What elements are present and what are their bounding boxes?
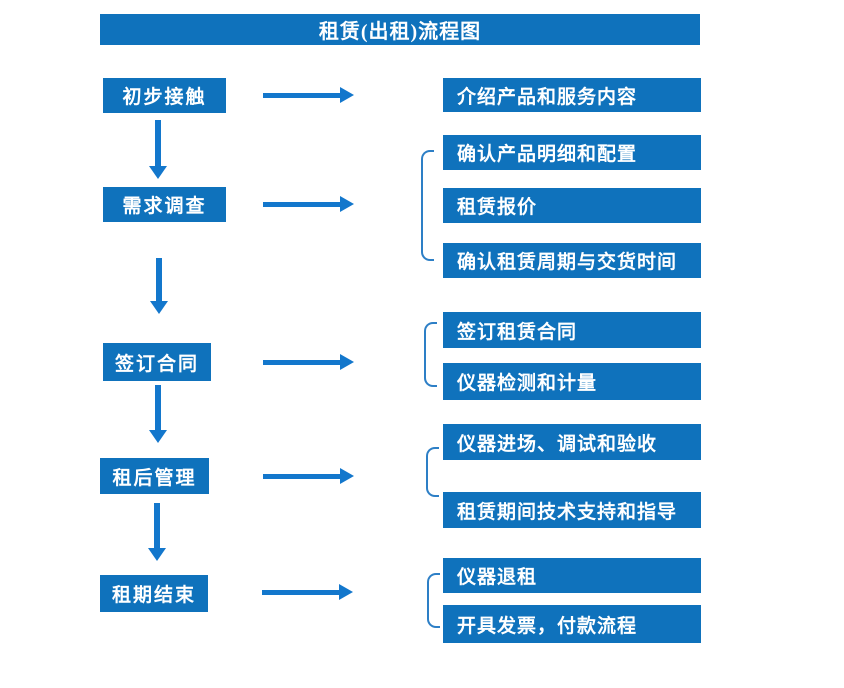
stage-box-sign-contract: 签订合同	[103, 343, 211, 381]
arrow-head	[148, 548, 166, 561]
right-arrow-icon	[263, 196, 354, 212]
down-arrow-icon	[150, 258, 168, 314]
arrow-shaft	[263, 202, 342, 207]
arrow-shaft	[263, 474, 342, 479]
arrow-head	[340, 196, 354, 212]
arrow-head	[149, 166, 167, 179]
down-arrow-icon	[149, 385, 167, 443]
arrow-shaft	[156, 258, 162, 302]
arrow-shaft	[263, 360, 342, 365]
stage-box-initial-contact: 初步接触	[103, 78, 226, 113]
output-box: 仪器检测和计量	[443, 363, 701, 400]
group-bracket-icon	[424, 322, 437, 387]
output-box: 开具发票，付款流程	[443, 605, 701, 643]
arrow-head	[340, 87, 354, 103]
arrow-shaft	[155, 120, 161, 167]
output-box: 签订租赁合同	[443, 312, 701, 348]
arrow-shaft	[263, 93, 342, 98]
output-box: 确认产品明细和配置	[443, 135, 701, 170]
group-bracket-icon	[421, 150, 434, 261]
output-box: 确认租赁周期与交货时间	[443, 243, 701, 278]
output-box: 仪器进场、调试和验收	[443, 424, 701, 460]
group-bracket-icon	[427, 573, 440, 628]
right-arrow-icon	[263, 354, 354, 370]
arrow-head	[340, 354, 354, 370]
down-arrow-icon	[148, 503, 166, 561]
arrow-head	[340, 468, 354, 484]
page-title: 租赁(出租)流程图	[100, 14, 700, 45]
output-box: 介绍产品和服务内容	[443, 78, 701, 112]
arrow-shaft	[262, 590, 341, 595]
group-bracket-icon	[426, 447, 439, 497]
arrow-head	[150, 301, 168, 314]
arrow-shaft	[154, 503, 160, 549]
stage-box-rental-end: 租期结束	[100, 575, 208, 612]
right-arrow-icon	[262, 584, 353, 600]
right-arrow-icon	[263, 87, 354, 103]
down-arrow-icon	[149, 120, 167, 179]
output-box: 租赁报价	[443, 188, 701, 223]
right-arrow-icon	[263, 468, 354, 484]
stage-box-demand-survey: 需求调查	[103, 187, 226, 222]
output-box: 租赁期间技术支持和指导	[443, 492, 701, 528]
arrow-shaft	[155, 385, 161, 431]
arrow-head	[149, 430, 167, 443]
output-box: 仪器退租	[443, 558, 701, 593]
arrow-head	[339, 584, 353, 600]
stage-box-post-rental-management: 租后管理	[100, 458, 209, 494]
